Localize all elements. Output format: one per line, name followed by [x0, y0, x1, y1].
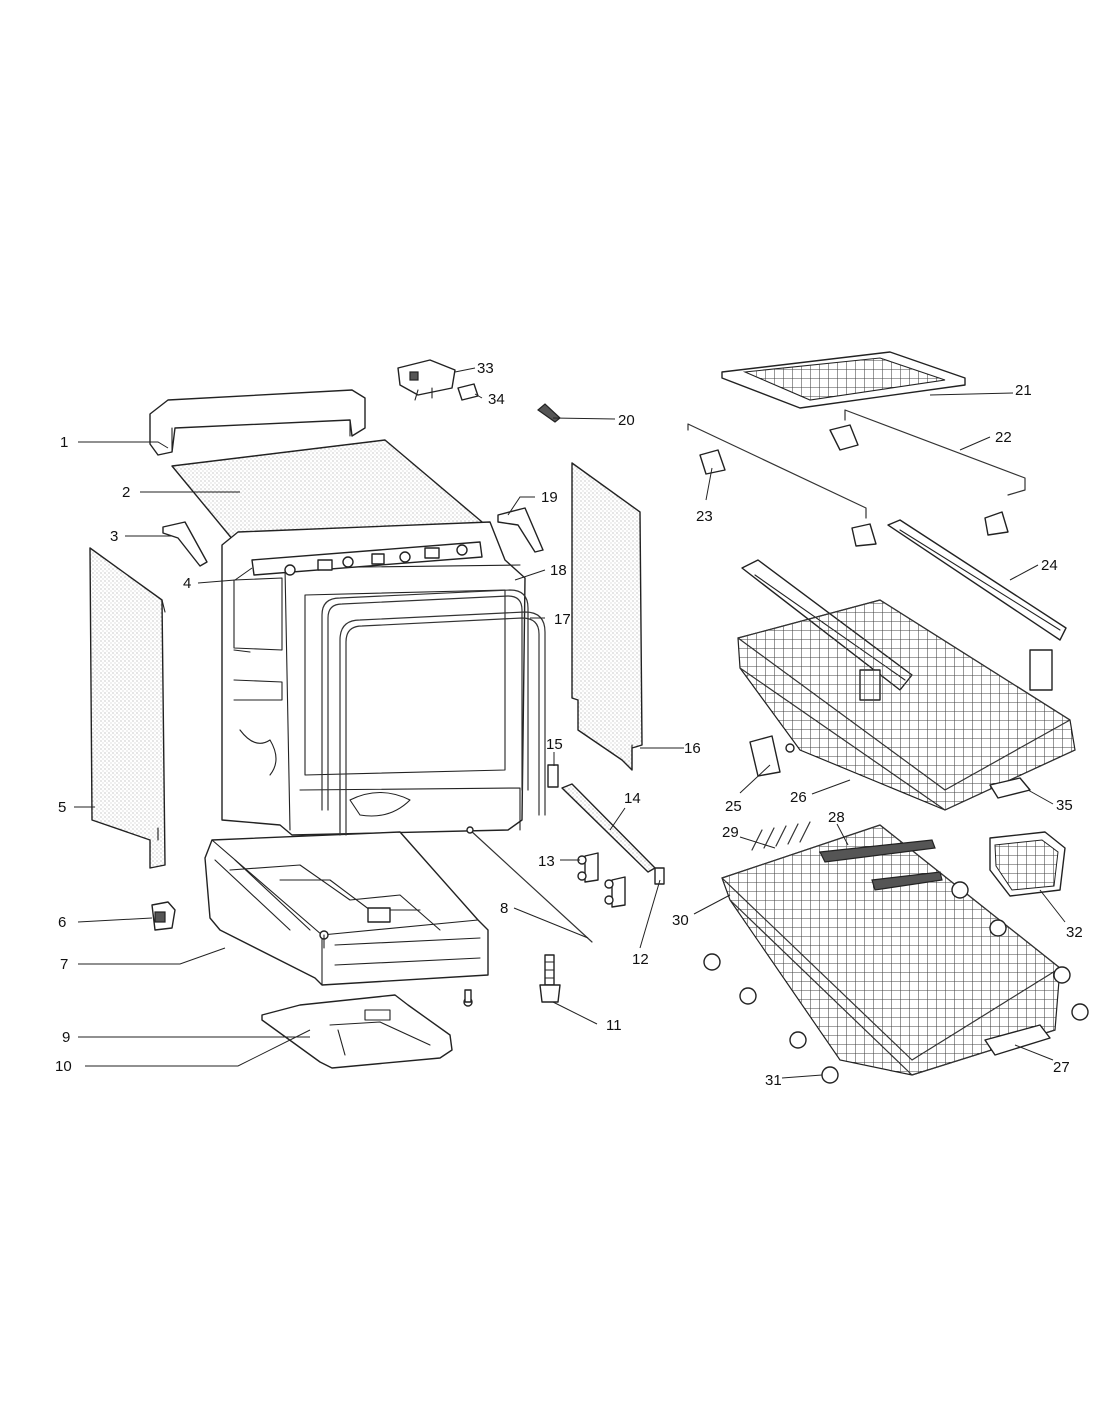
callout-6: 6 [58, 914, 66, 931]
callout-13: 13 [538, 853, 555, 870]
callout-33: 33 [477, 360, 494, 377]
callout-23: 23 [696, 508, 713, 525]
callout-8: 8 [500, 900, 508, 917]
callout-2: 2 [122, 484, 130, 501]
part-16-side-panel-right [571, 462, 643, 771]
part-25-adjuster [749, 735, 795, 777]
callout-26: 26 [790, 789, 807, 806]
part-3-hinge-bracket [162, 521, 208, 567]
callout-35: 35 [1056, 797, 1073, 814]
callout-27: 27 [1053, 1059, 1070, 1076]
part-19-hinge-bracket [497, 507, 544, 553]
part-1-top-trim [149, 389, 366, 456]
part-32-cutlery-basket [989, 831, 1066, 897]
part-11-leveling-foot [539, 954, 561, 1003]
part-21-cutlery-tray [721, 351, 966, 409]
callout-24: 24 [1041, 557, 1058, 574]
callout-5: 5 [58, 799, 66, 816]
callout-15: 15 [546, 736, 563, 753]
part-33-control-module [397, 359, 456, 401]
part-12-clip [654, 867, 665, 885]
callout-labels: 1 2 3 4 5 6 7 8 9 10 11 12 13 14 15 16 1… [55, 360, 1083, 1089]
part-26-upper-basket [737, 599, 1076, 811]
part-28-tine-row [819, 839, 943, 891]
part-22-rail-right [829, 409, 1026, 536]
part-6-connector [151, 901, 176, 931]
callout-19: 19 [541, 489, 558, 506]
part-34-switch [457, 383, 479, 401]
callout-30: 30 [672, 912, 689, 929]
callout-16: 16 [684, 740, 701, 757]
callout-3: 3 [110, 528, 118, 545]
callout-17: 17 [554, 611, 571, 628]
part-23-rail-left [687, 423, 877, 547]
callout-28: 28 [828, 809, 845, 826]
callout-11: 11 [606, 1017, 622, 1034]
callout-20: 20 [618, 412, 635, 429]
callout-1: 1 [60, 434, 68, 451]
callout-22: 22 [995, 429, 1012, 446]
part-18-tub-gasket [321, 589, 529, 811]
part-4-tub-body [221, 521, 526, 836]
part-17-door-seal [339, 611, 546, 836]
callout-9: 9 [62, 1029, 70, 1046]
callout-14: 14 [624, 790, 641, 807]
callout-32: 32 [1066, 924, 1083, 941]
part-15-latch [547, 764, 559, 788]
callout-21: 21 [1015, 382, 1032, 399]
part-35-handle [989, 777, 1031, 799]
part-20-small-clip [537, 403, 561, 423]
part-31-wheels [703, 881, 1089, 1084]
part-10-base-cover [261, 989, 473, 1069]
callout-34: 34 [488, 391, 505, 408]
part-8-rod [466, 826, 593, 943]
part-5-side-panel-left [89, 547, 166, 869]
part-14-door-strip [561, 783, 656, 873]
callout-29: 29 [722, 824, 739, 841]
callout-25: 25 [725, 798, 742, 815]
part-27-handle [984, 1024, 1051, 1056]
callout-7: 7 [60, 956, 68, 973]
part-29-tines [751, 821, 811, 851]
callout-12: 12 [632, 951, 649, 968]
leader-lines [74, 367, 1066, 1079]
part-13-brackets [577, 852, 626, 908]
callout-4: 4 [183, 575, 191, 592]
callout-18: 18 [550, 562, 567, 579]
callout-31: 31 [765, 1072, 782, 1089]
part-7-base-tray [204, 831, 489, 986]
callout-10: 10 [55, 1058, 72, 1075]
